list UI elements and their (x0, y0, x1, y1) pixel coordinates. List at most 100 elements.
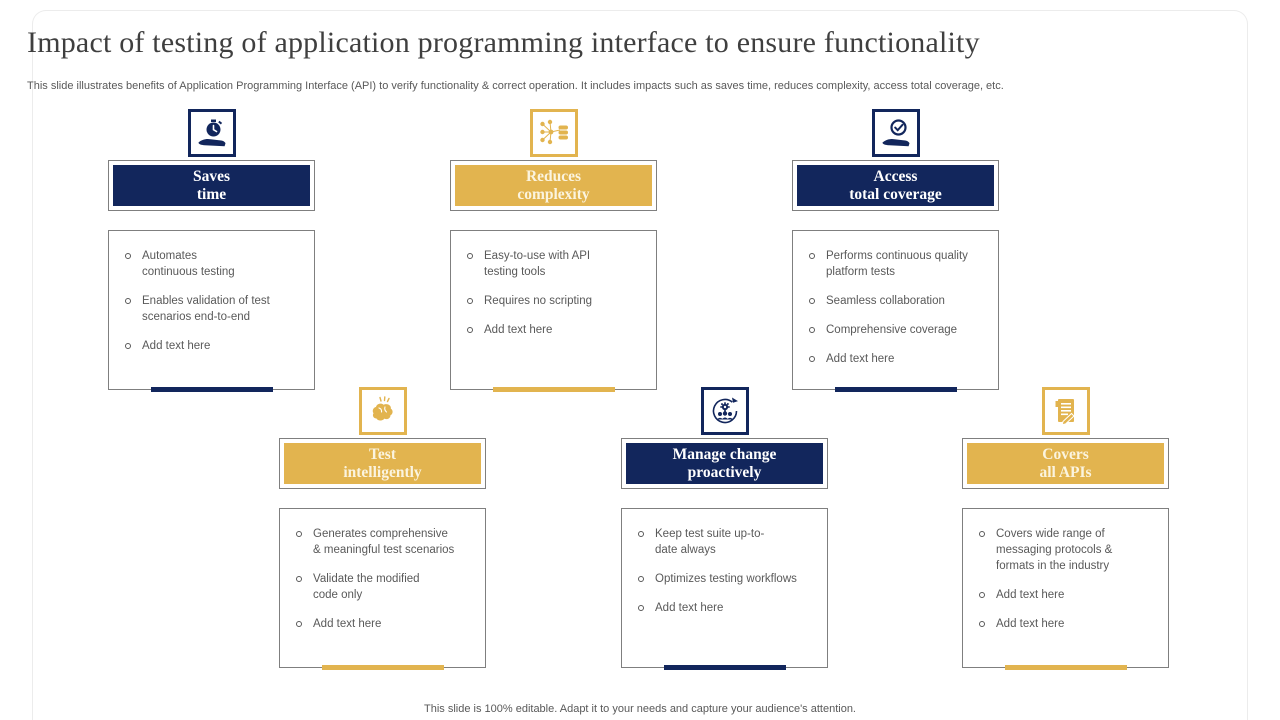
card-title-line: complexity (517, 185, 590, 203)
circle-bullet-icon (979, 531, 985, 537)
card-title-line: time (196, 185, 227, 203)
circle-bullet-icon (467, 298, 473, 304)
circle-bullet-icon (979, 621, 985, 627)
circle-bullet-icon (809, 253, 815, 259)
bullet-text: Easy-to-use with API testing tools (484, 250, 591, 278)
card-covers-all-apis: Covers all APIs Covers wide range of mes… (962, 387, 1169, 670)
list-item: Requires no scripting (467, 293, 646, 309)
list-item: Enables validation of test scenarios end… (125, 293, 304, 325)
card-title-line: Manage change (672, 445, 777, 463)
list-item: Keep test suite up-to- date always (638, 526, 817, 558)
bullet-text: Automates continuous testing (142, 250, 235, 278)
editable-note: This slide is 100% editable. Adapt it to… (424, 703, 856, 715)
list-item: Covers wide range of messaging protocols… (979, 526, 1158, 574)
card-title-line: Covers (1042, 445, 1089, 463)
list-item: Add text here (638, 600, 817, 616)
page-title: Impact of testing of application program… (27, 26, 980, 59)
list-item: Automates continuous testing (125, 248, 304, 280)
card-title-line: intelligently (343, 463, 422, 481)
card-title-line: proactively (687, 463, 762, 481)
slide-description: This slide illustrates benefits of Appli… (27, 80, 1004, 92)
card-access-total-coverage: Access total coverage Performs continuou… (792, 109, 999, 392)
circle-bullet-icon (809, 298, 815, 304)
bullet-text: Add text here (313, 618, 382, 630)
card-test-intelligently: Test intelligently Generates comprehensi… (279, 387, 486, 670)
circle-bullet-icon (296, 621, 302, 627)
card-header-saves-time: Saves time (108, 160, 315, 211)
circle-bullet-icon (809, 356, 815, 362)
bullet-text: Add text here (484, 324, 553, 336)
card-header-covers-all-apis: Covers all APIs (962, 438, 1169, 489)
accent-underline (492, 387, 615, 392)
accent-underline (1004, 665, 1127, 670)
card-bullet-list: Covers wide range of messaging protocols… (962, 508, 1169, 670)
card-bullet-list: Automates continuous testing Enables val… (108, 230, 315, 392)
card-title-line: Saves (192, 167, 231, 185)
bullet-text: Requires no scripting (484, 295, 593, 307)
list-item: Add text here (809, 351, 988, 367)
report-document-icon (1041, 387, 1090, 435)
hand-stopwatch-icon (187, 109, 236, 157)
bullet-text: Comprehensive coverage (826, 324, 958, 336)
card-title-line: total coverage (849, 185, 942, 203)
card-bullet-list: Performs continuous quality platform tes… (792, 230, 999, 392)
card-header-manage-change-proactively: Manage change proactively (621, 438, 828, 489)
card-reduces-complexity: Reduces complexity Easy-to-use with API … (450, 109, 657, 392)
circle-bullet-icon (296, 531, 302, 537)
card-title-line: Access (873, 167, 918, 185)
card-bullet-list: Generates comprehensive & meaningful tes… (279, 508, 486, 670)
circle-bullet-icon (467, 253, 473, 259)
list-item: Add text here (296, 616, 475, 632)
bullet-text: Optimizes testing workflows (655, 573, 797, 585)
circle-bullet-icon (638, 531, 644, 537)
accent-underline (150, 387, 273, 392)
bullet-text: Keep test suite up-to- date always (655, 528, 765, 556)
list-item: Seamless collaboration (809, 293, 988, 309)
list-item: Validate the modified code only (296, 571, 475, 603)
card-manage-change-proactively: Manage change proactively Keep test suit… (621, 387, 828, 670)
card-title-line: all APIs (1039, 463, 1092, 481)
list-item: Performs continuous quality platform tes… (809, 248, 988, 280)
bullet-text: Add text here (655, 602, 724, 614)
bullet-text: Add text here (142, 340, 211, 352)
card-header-access-total-coverage: Access total coverage (792, 160, 999, 211)
change-management-icon (700, 387, 749, 435)
bullet-text: Add text here (826, 353, 895, 365)
circle-bullet-icon (638, 605, 644, 611)
card-bullet-list: Keep test suite up-to- date always Optim… (621, 508, 828, 670)
card-header-reduces-complexity: Reduces complexity (450, 160, 657, 211)
list-item: Add text here (979, 587, 1158, 603)
card-header-test-intelligently: Test intelligently (279, 438, 486, 489)
brain-icon (358, 387, 407, 435)
card-bullet-list: Easy-to-use with API testing tools Requi… (450, 230, 657, 392)
list-item: Optimizes testing workflows (638, 571, 817, 587)
list-item: Comprehensive coverage (809, 322, 988, 338)
bullet-text: Performs continuous quality platform tes… (826, 250, 968, 278)
network-database-icon (529, 109, 578, 157)
accent-underline (663, 665, 786, 670)
card-title-line: Test (369, 445, 396, 463)
card-saves-time: Saves time Automates continuous testing … (108, 109, 315, 392)
bullet-text: Add text here (996, 589, 1065, 601)
circle-bullet-icon (809, 327, 815, 333)
bullet-text: Covers wide range of messaging protocols… (996, 528, 1113, 572)
bullet-text: Seamless collaboration (826, 295, 945, 307)
hand-checkmark-icon (871, 109, 920, 157)
accent-underline (321, 665, 444, 670)
list-item: Generates comprehensive & meaningful tes… (296, 526, 475, 558)
bullet-text: Enables validation of test scenarios end… (142, 295, 270, 323)
list-item: Add text here (979, 616, 1158, 632)
list-item: Add text here (125, 338, 304, 354)
bullet-text: Add text here (996, 618, 1065, 630)
circle-bullet-icon (125, 298, 131, 304)
bullet-text: Validate the modified code only (313, 573, 420, 601)
list-item: Easy-to-use with API testing tools (467, 248, 646, 280)
circle-bullet-icon (467, 327, 473, 333)
accent-underline (834, 387, 957, 392)
circle-bullet-icon (125, 343, 131, 349)
bullet-text: Generates comprehensive & meaningful tes… (313, 528, 455, 556)
circle-bullet-icon (296, 576, 302, 582)
list-item: Add text here (467, 322, 646, 338)
circle-bullet-icon (979, 592, 985, 598)
